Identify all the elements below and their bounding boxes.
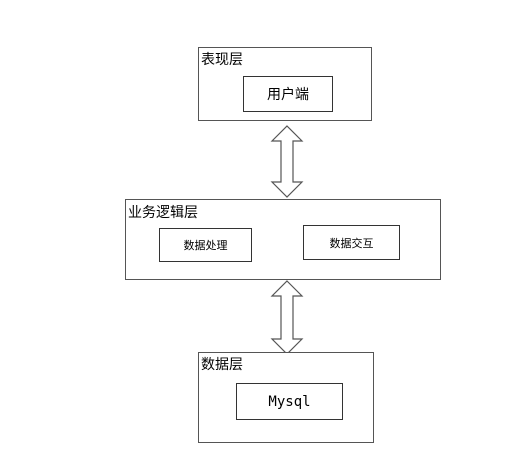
mysql-box: Mysql bbox=[236, 383, 343, 420]
client-box: 用户端 bbox=[243, 76, 333, 112]
data-layer-label: 数据层 bbox=[201, 357, 243, 373]
data-layer-box: 数据层 Mysql bbox=[198, 352, 374, 443]
double-arrow-top bbox=[270, 125, 304, 198]
data-interaction-box: 数据交互 bbox=[303, 225, 400, 260]
business-layer-box: 业务逻辑层 数据处理 数据交互 bbox=[125, 199, 441, 280]
business-layer-label: 业务逻辑层 bbox=[128, 205, 198, 221]
data-processing-box: 数据处理 bbox=[159, 228, 252, 262]
double-arrow-bottom bbox=[270, 280, 304, 355]
presentation-layer-box: 表现层 用户端 bbox=[198, 47, 372, 121]
presentation-layer-label: 表现层 bbox=[201, 52, 243, 68]
